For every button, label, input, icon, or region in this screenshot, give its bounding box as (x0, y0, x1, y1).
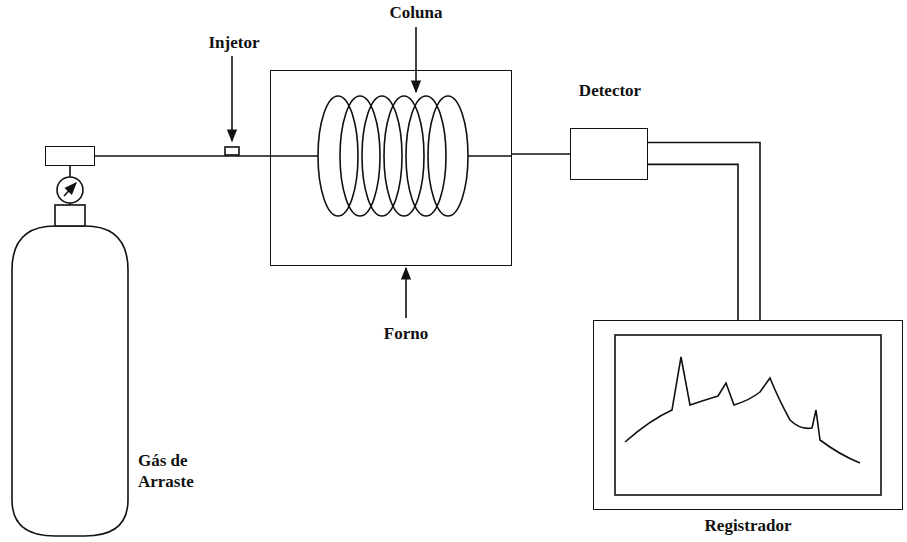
column-pointer (415, 27, 417, 92)
cylinder-neck (55, 205, 85, 226)
label-slot: Coluna (366, 2, 466, 23)
part-name: Coluna (366, 2, 466, 23)
column-coil (318, 96, 358, 216)
detector-outline (570, 128, 648, 180)
node-label: Detector (560, 80, 660, 101)
text-slot: Forno (356, 323, 456, 344)
gas-line (95, 155, 270, 157)
part-name: Injetor (184, 32, 284, 53)
cylinder-body (12, 226, 128, 536)
chromatogram-trace (625, 357, 860, 463)
text-slot: Detector (560, 80, 660, 101)
gauge-needle (64, 183, 76, 196)
gauge-stem (69, 166, 71, 177)
column-coil (384, 96, 424, 216)
text-slot: Registrador (678, 515, 818, 536)
column-inlet (271, 155, 318, 157)
recorder-box: Registrador (593, 320, 903, 538)
gas-regulator (45, 146, 95, 166)
oven-pointer (405, 268, 407, 318)
oven-outline (270, 70, 512, 266)
node-label: Forno (356, 323, 456, 344)
gas-cylinder: Gás de Arraste (10, 146, 215, 540)
detector-box: Detector (568, 78, 652, 182)
injector-symbol (225, 147, 239, 155)
node-label: Gás de Arraste (138, 450, 213, 493)
column-coil (406, 96, 446, 216)
label-slot: Injetor (184, 32, 284, 53)
text-slot: Gás de Arraste (138, 450, 213, 493)
column-coil (362, 96, 402, 216)
column-outlet (468, 155, 511, 157)
gauge-neck-link (69, 203, 71, 205)
gas-line (648, 143, 760, 320)
gas-line (512, 153, 570, 155)
pressure-gauge (57, 177, 83, 203)
oven-box: Forno (270, 70, 512, 350)
column-coil (340, 96, 380, 216)
recorder-screen (615, 335, 881, 495)
recorder-outline (593, 320, 903, 510)
injector-pointer (231, 56, 233, 141)
column-coil (428, 96, 468, 216)
node-label: Registrador (678, 515, 818, 536)
